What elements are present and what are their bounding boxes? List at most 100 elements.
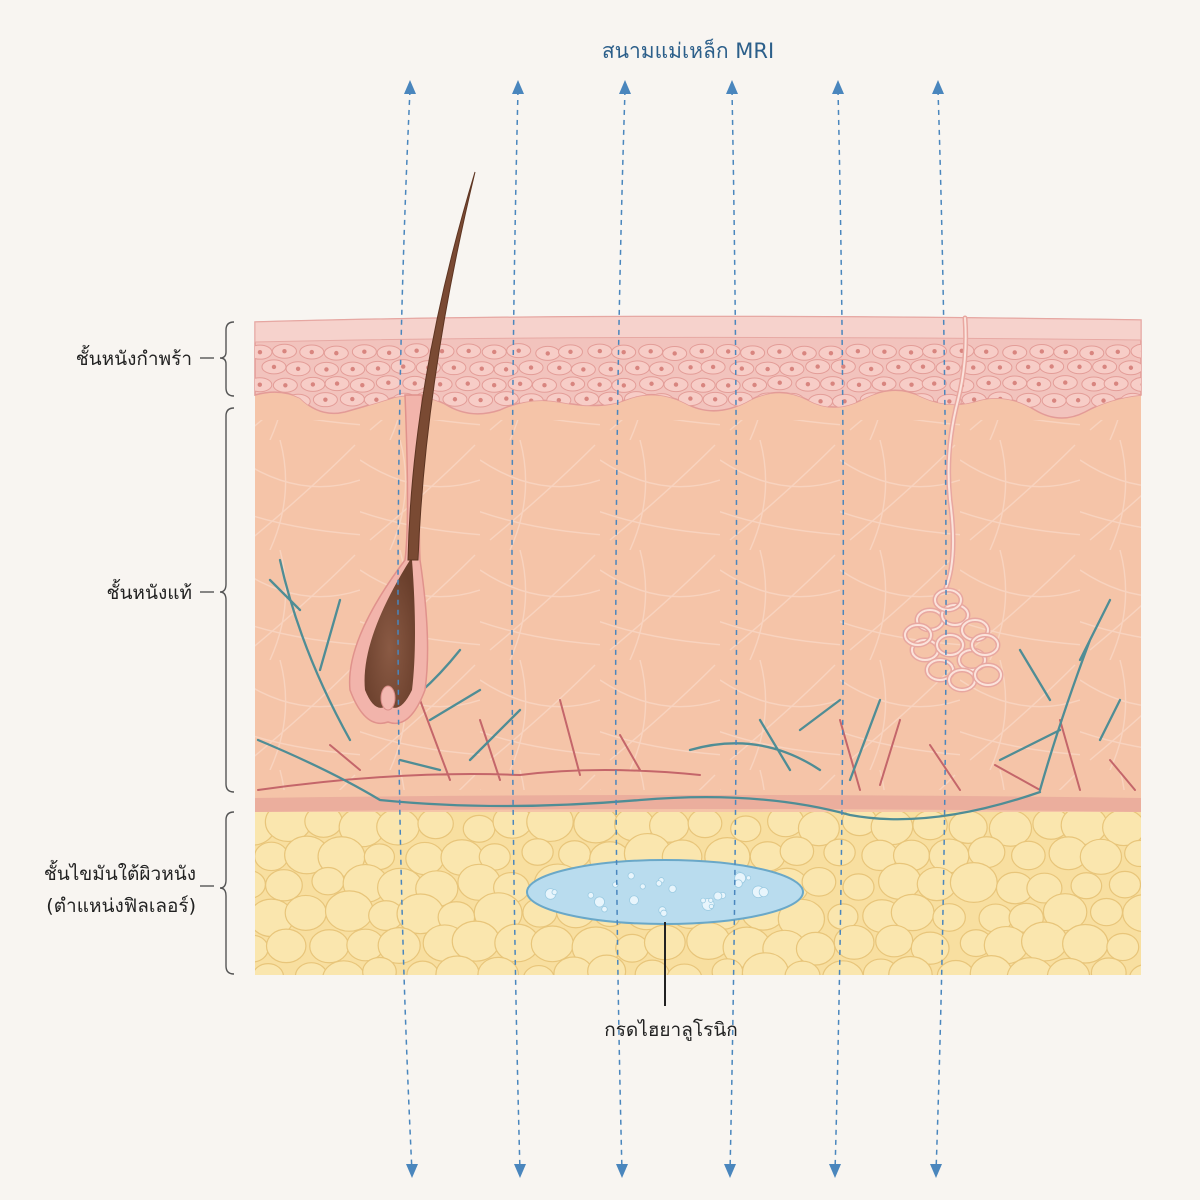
fat-cell	[1006, 957, 1055, 975]
cell-nucleus	[725, 349, 731, 354]
cell-nucleus	[568, 349, 573, 355]
cell-nucleus	[1063, 380, 1068, 385]
cell-nucleus	[710, 364, 716, 370]
cell-nucleus	[659, 366, 664, 372]
cell-nucleus	[830, 381, 835, 386]
fat-cell	[477, 956, 519, 975]
cell-nucleus	[805, 381, 811, 387]
cell-nucleus	[350, 366, 355, 372]
fat-cell	[558, 840, 592, 869]
fat-cell	[587, 954, 627, 975]
cell-nucleus	[283, 383, 288, 388]
filler-bubbles	[544, 871, 769, 917]
fat-cell	[823, 838, 856, 867]
cell-nucleus	[556, 397, 562, 403]
cell-nucleus	[257, 382, 263, 387]
field-arrowhead-down	[829, 1164, 841, 1178]
cell-nucleus	[310, 382, 316, 387]
skin-cross-section	[254, 171, 1168, 975]
filler-label: กรดไฮยาลูโรนิก	[604, 1018, 738, 1041]
cell-nucleus	[1025, 364, 1031, 370]
cell-nucleus	[986, 380, 991, 386]
cell-nucleus	[738, 396, 743, 402]
fat-cell	[255, 963, 284, 975]
fat-cell	[265, 928, 307, 964]
epidermis-cell	[1144, 393, 1168, 407]
dermal-papilla	[380, 685, 396, 711]
fat-cell	[833, 924, 875, 960]
filler-bubble	[700, 897, 706, 904]
cell-nucleus	[983, 349, 989, 354]
cell-nucleus	[841, 364, 846, 369]
cell-nucleus	[932, 381, 937, 386]
cell-nucleus	[908, 350, 914, 355]
cell-nucleus	[1128, 365, 1134, 370]
fat-cell	[1102, 812, 1141, 847]
coil-loop-highlight	[941, 604, 969, 626]
cell-nucleus	[932, 348, 937, 354]
cell-nucleus	[699, 348, 704, 354]
cell-nucleus	[542, 382, 547, 388]
cell-nucleus	[649, 381, 654, 386]
cell-nucleus	[752, 382, 757, 388]
fat-cell	[462, 814, 496, 843]
cell-nucleus	[597, 348, 603, 354]
filler-bubble	[668, 884, 677, 893]
fat-cell	[523, 964, 555, 975]
fat-cell	[376, 812, 420, 846]
cell-nucleus	[374, 397, 379, 402]
fat-cell	[451, 920, 500, 962]
fat-cell	[687, 812, 723, 839]
fat-cell	[779, 836, 815, 867]
fat-cell	[730, 815, 762, 843]
cell-nucleus	[1154, 397, 1158, 401]
stratum-corneum	[254, 315, 1142, 343]
cell-nucleus	[920, 364, 926, 369]
cell-nucleus	[777, 380, 782, 385]
fat-cell	[932, 903, 966, 932]
vessel-blue-network	[256, 558, 1122, 821]
cell-nucleus	[688, 396, 693, 401]
fat-cell	[324, 890, 374, 932]
mri-field-line	[614, 89, 626, 1173]
fat-cell	[294, 962, 328, 975]
cell-nucleus	[597, 382, 602, 387]
filler-position-label: (ตำแหน่งฟิลเลอร์)	[46, 895, 196, 917]
cell-nucleus	[1102, 364, 1107, 370]
coil-loop-highlight	[974, 664, 1002, 686]
field-arrowhead-up	[832, 80, 844, 94]
cell-nucleus	[1039, 349, 1045, 354]
fat-cell	[405, 841, 445, 876]
cell-nucleus	[947, 399, 952, 404]
cell-nucleus	[1153, 367, 1157, 371]
cell-nucleus	[818, 399, 823, 404]
sweat-gland-coil	[902, 587, 1004, 693]
fat-cell	[666, 963, 702, 975]
field-arrowhead-up	[619, 80, 631, 94]
fat-cell	[822, 960, 864, 975]
fat-cell	[435, 955, 480, 975]
cell-nucleus	[765, 366, 770, 372]
cell-nucleus	[257, 349, 263, 355]
cell-nucleus	[1115, 349, 1121, 355]
layer-brackets	[200, 321, 235, 975]
fat-cell	[1046, 957, 1091, 975]
fat-cell	[1090, 957, 1127, 975]
field-arrowhead-up	[726, 80, 738, 94]
fat-cell	[1079, 838, 1123, 875]
mri-field-line	[397, 89, 413, 1173]
fat-cell	[875, 924, 914, 958]
cell-nucleus	[855, 349, 861, 354]
cell-nucleus	[271, 364, 277, 370]
cell-nucleus	[466, 348, 471, 354]
cell-nucleus	[334, 350, 339, 356]
fat-cell	[784, 960, 821, 975]
field-arrowhead-down	[616, 1164, 628, 1178]
hair-follicle	[348, 171, 476, 724]
cell-nucleus	[777, 349, 782, 354]
fat-cell	[255, 870, 266, 899]
field-arrowhead-up	[404, 80, 416, 94]
mri-field-line	[935, 89, 947, 1173]
